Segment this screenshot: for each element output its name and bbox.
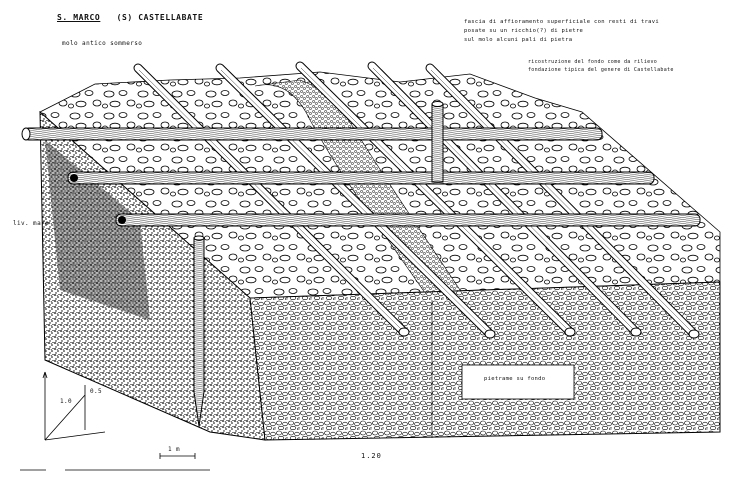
pointed-stake xyxy=(193,235,205,427)
diagonal-beam xyxy=(215,63,496,339)
horizontal-beam xyxy=(115,213,701,227)
note-line: ricostruzione del fondo come da rilievo xyxy=(528,59,658,65)
mole-left-face-shadow xyxy=(45,140,150,320)
horizontal-beams xyxy=(21,127,701,227)
front-face-label-box xyxy=(461,364,575,400)
diagonal-beam xyxy=(425,63,700,339)
note-line: posate su un ricchio(?) di pietre xyxy=(464,28,584,34)
scale-label: 1 m xyxy=(168,446,181,453)
sea-level-label: liv. mare xyxy=(13,220,50,227)
title-site: S. MARCO xyxy=(57,13,101,22)
notes-block: fascia di affioramento superficiale con … xyxy=(464,18,659,45)
drawing-title: S. MARCO (S) CASTELLABATE xyxy=(57,13,203,22)
diagonal-beam xyxy=(367,61,642,337)
note-line: fascia di affioramento superficiale con … xyxy=(464,19,660,25)
front-face-label: pietrame su fondo xyxy=(484,376,546,382)
notes-block-secondary: ricostruzione del fondo come da rilievo … xyxy=(528,58,674,74)
vertical-post xyxy=(431,101,444,183)
scale-diagram xyxy=(20,371,210,471)
scale-label: 1.0 xyxy=(60,398,73,405)
note-line: fondazione tipica del genere di Castella… xyxy=(528,67,674,73)
note-line: sul molo alcuni pali di pietra xyxy=(464,37,573,43)
diagonal-beams xyxy=(133,61,700,339)
horizontal-beam xyxy=(67,171,655,185)
diagonal-beam xyxy=(133,63,410,337)
diagonal-beam xyxy=(295,61,576,337)
page-number: 1.20 xyxy=(361,452,382,460)
mole-front-face xyxy=(249,281,721,441)
title-location: (S) CASTELLABATE xyxy=(116,13,204,22)
drawing-subtitle: molo antico sommerso xyxy=(62,40,143,47)
scale-label: 0.5 xyxy=(90,388,103,395)
horizontal-beam xyxy=(21,127,603,141)
